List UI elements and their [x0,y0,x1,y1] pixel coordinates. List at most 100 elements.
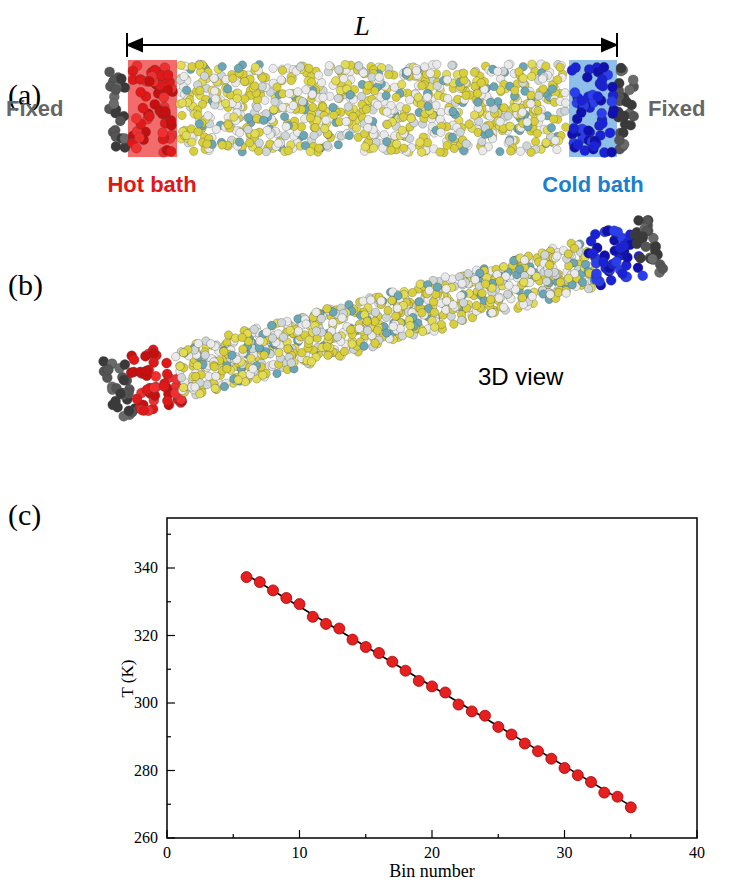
atom [457,278,467,288]
atom [372,325,382,335]
atom [597,75,607,85]
atom [511,86,519,94]
atom [471,300,481,310]
atom [578,277,588,287]
atom [274,139,282,147]
atom [230,113,238,121]
atom [519,255,529,265]
atom [504,280,514,290]
atom [605,128,615,138]
atom [159,92,169,102]
atom [234,64,242,72]
hot-bath-region [128,60,177,157]
atom [140,365,152,377]
atom [131,114,141,124]
atom [387,295,397,305]
atom [583,126,593,136]
atom [533,129,541,137]
atom [542,139,550,147]
atom [561,107,569,115]
atom [346,91,354,99]
atom [335,66,343,74]
atom [293,326,303,336]
atom [412,66,420,74]
atom [311,326,321,336]
atom [542,139,550,147]
atom [519,74,527,82]
atom [448,133,456,141]
atom [294,88,302,96]
atom [477,79,485,87]
atom [366,295,376,305]
atom [102,364,114,376]
atom [487,308,497,318]
atom [589,228,601,240]
atom [235,138,243,146]
atom [414,297,424,307]
atom [298,97,306,105]
atom [224,121,232,129]
atom [269,64,277,72]
atom [563,273,573,283]
atom [114,388,126,400]
atom [195,61,203,69]
atom [244,114,252,122]
atom [109,99,119,109]
atom [236,128,244,136]
atom [144,111,154,121]
atom [271,98,279,106]
atom [337,313,347,323]
atom [364,124,372,132]
atom [444,94,452,102]
atom [289,101,297,109]
atom [111,85,121,95]
atom [369,144,377,152]
atom [599,62,609,72]
atom [284,147,292,155]
atom [507,147,515,155]
atom [540,250,550,260]
atom [610,256,622,268]
atom [237,332,247,342]
atom [375,73,383,81]
atom [203,140,211,148]
atom [543,268,553,278]
atom [407,113,415,121]
atom [426,69,434,77]
atom [577,96,587,106]
atom [392,303,402,313]
atom [163,70,173,80]
atom [276,317,286,327]
atom [385,70,393,78]
atom [554,76,562,84]
atom [593,92,603,102]
atom [334,94,342,102]
atom [194,128,202,136]
atom [176,372,186,382]
atom [458,298,468,308]
atom [383,120,391,128]
atom [383,108,391,116]
atom [191,371,201,381]
atom [180,72,188,80]
atom [297,348,307,358]
atom [433,82,441,90]
atom [279,103,287,111]
atom [296,63,304,71]
atom [305,64,313,72]
atom [178,347,188,357]
atom [607,147,617,157]
atom [432,282,442,292]
atom [562,99,570,107]
atom [382,92,390,100]
atom [160,107,170,117]
atom [311,123,319,131]
atom [255,336,265,346]
atom [128,354,140,366]
atom [405,321,415,331]
atom [346,325,356,335]
atom [403,68,411,76]
atom [190,382,200,392]
atom [297,123,305,131]
atom [551,136,559,144]
